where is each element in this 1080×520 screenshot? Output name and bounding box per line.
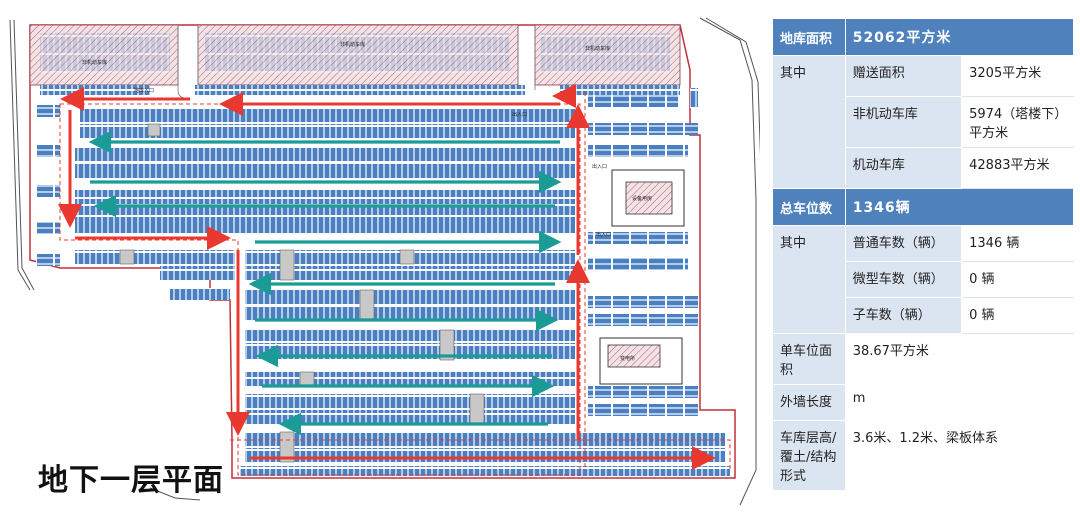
gift-value: 3205平方米 <box>961 55 1074 97</box>
per-space-value: 38.67平方米 <box>844 333 1075 385</box>
table-row: 非机动车库 5974（塔楼下）平方米 <box>773 96 1074 148</box>
table-row: 机动车库 42883平方米 <box>773 147 1074 189</box>
plan-title: 地下一层平面 <box>38 463 224 498</box>
plan-label: 出入口 <box>592 163 607 170</box>
plan-label: 地库入口 <box>134 87 154 94</box>
per-space-label: 单车位面积 <box>772 333 846 385</box>
plan-label: 出入口 <box>512 111 527 118</box>
motor-label: 机动车库 <box>844 147 963 189</box>
plan-labels: 非机动车库 非机动车库 非机动车库 地库入口 出入口 出入口 出入口 设备用房 … <box>82 41 652 362</box>
garage-info-table: 地库面积 52062平方米 其中 赠送面积 3205平方米 非机动车库 5974… <box>772 18 1075 491</box>
normal-label: 普通车数（辆） <box>844 225 963 262</box>
of-which-label-2: 其中 <box>772 225 846 334</box>
plan-label: 出入口 <box>596 231 611 238</box>
normal-value: 1346 辆 <box>961 225 1074 262</box>
of-which-label: 其中 <box>772 55 846 189</box>
nonmotor-label: 非机动车库 <box>844 96 963 148</box>
plan-label: 非机动车库 <box>340 41 365 48</box>
height-label: 车库层高/覆土/结构形式 <box>772 420 846 491</box>
child-value: 0 辆 <box>961 297 1074 334</box>
equipment-rooms <box>599 169 685 385</box>
table-row: 总车位数 1346辆 <box>772 188 1075 226</box>
nonmotor-value: 5974（塔楼下）平方米 <box>961 96 1074 148</box>
plan-label: 非机动车库 <box>585 45 610 52</box>
site-outline <box>9 17 760 506</box>
table-row: 其中 赠送面积 3205平方米 <box>772 55 1074 189</box>
micro-label: 微型车数（辆） <box>844 261 963 298</box>
area-label: 地库面积 <box>772 18 846 56</box>
table-row: 车库层高/覆土/结构形式 3.6米、1.2米、梁板体系 <box>772 420 1075 491</box>
child-label: 子车数（辆） <box>844 297 963 334</box>
parking-rows <box>36 85 730 476</box>
plan-label: 变电所 <box>620 355 635 362</box>
gift-label: 赠送面积 <box>844 55 963 97</box>
wall-label: 外墙长度 <box>772 384 846 421</box>
micro-value: 0 辆 <box>961 261 1074 298</box>
circulation-arrows-red <box>58 84 716 470</box>
tower-blocks <box>29 24 681 86</box>
table-row: 其中 普通车数（辆） 1346 辆 <box>772 225 1074 334</box>
table-row: 地库面积 52062平方米 <box>772 18 1075 56</box>
table-row: 单车位面积 38.67平方米 <box>772 333 1075 385</box>
table-row: 外墙长度 m <box>772 384 1075 421</box>
core-blocks <box>119 123 485 463</box>
area-value: 52062平方米 <box>844 18 1075 56</box>
plan-label: 设备用房 <box>632 195 652 202</box>
basement-floor-plan: 非机动车库 非机动车库 非机动车库 地库入口 出入口 出入口 出入口 设备用房 … <box>9 17 760 506</box>
spaces-label: 总车位数 <box>772 188 846 226</box>
circulation-arrows-teal <box>88 130 562 436</box>
plan-label: 非机动车库 <box>82 59 107 66</box>
height-value: 3.6米、1.2米、梁板体系 <box>844 420 1075 491</box>
wall-value: m <box>844 384 1075 421</box>
table-row: 微型车数（辆） 0 辆 <box>773 261 1074 298</box>
motor-value: 42883平方米 <box>961 147 1074 189</box>
spaces-value: 1346辆 <box>844 188 1075 226</box>
